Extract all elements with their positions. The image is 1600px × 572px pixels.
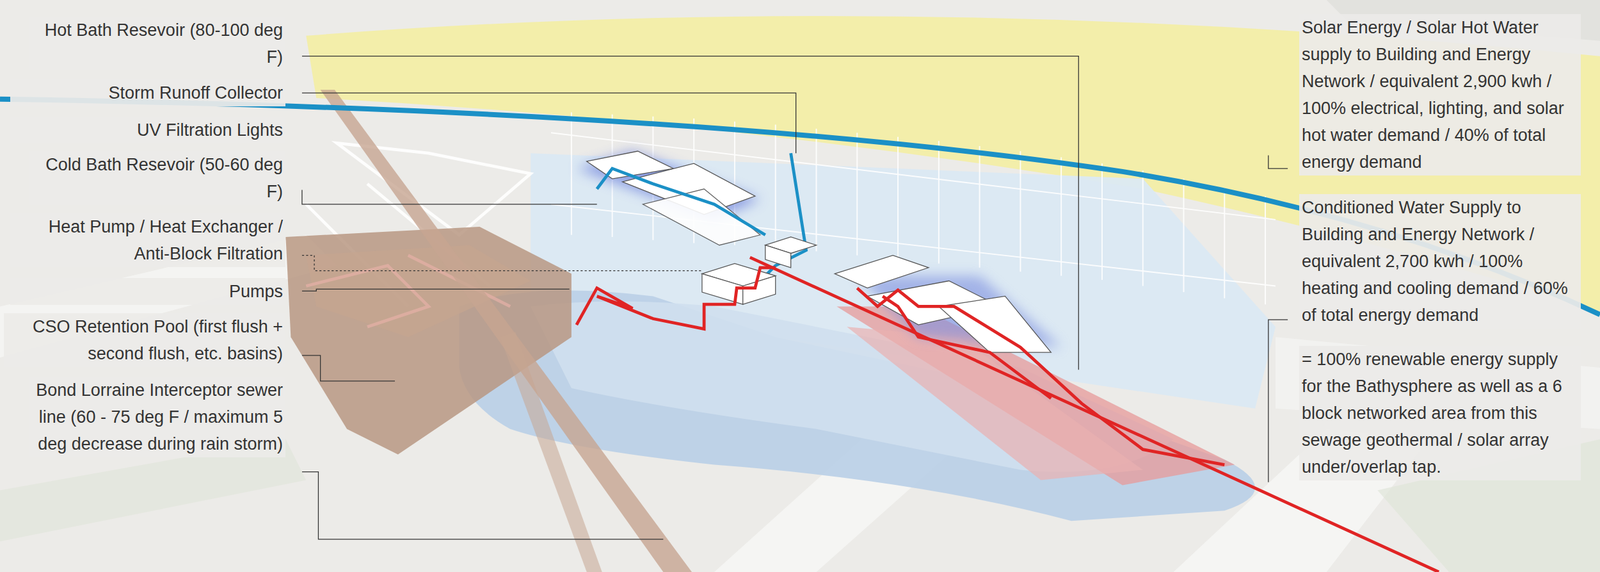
callout-label: Pumps (10, 277, 286, 305)
callout-label: = 100% renewable energy supply for the B… (1299, 345, 1581, 480)
callout-label: Cold Bath Resevoir (50-60 deg F) (29, 151, 286, 205)
callout-label: Bond Lorraine Interceptor sewer line (60… (29, 376, 286, 457)
callout-label: Solar Energy / Solar Hot Water supply to… (1299, 14, 1581, 176)
callout-label: CSO Retention Pool (first flush + second… (3, 312, 286, 367)
callout-label: Heat Pump / Heat Exchanger / Anti-Block … (10, 213, 286, 267)
callout-label: Storm Runoff Collector (10, 79, 286, 107)
callout-label: Conditioned Water Supply to Building and… (1299, 193, 1581, 329)
callout-label: Hot Bath Resevoir (80-100 deg F) (29, 16, 286, 71)
callout-label: UV Filtration Lights (10, 116, 286, 144)
